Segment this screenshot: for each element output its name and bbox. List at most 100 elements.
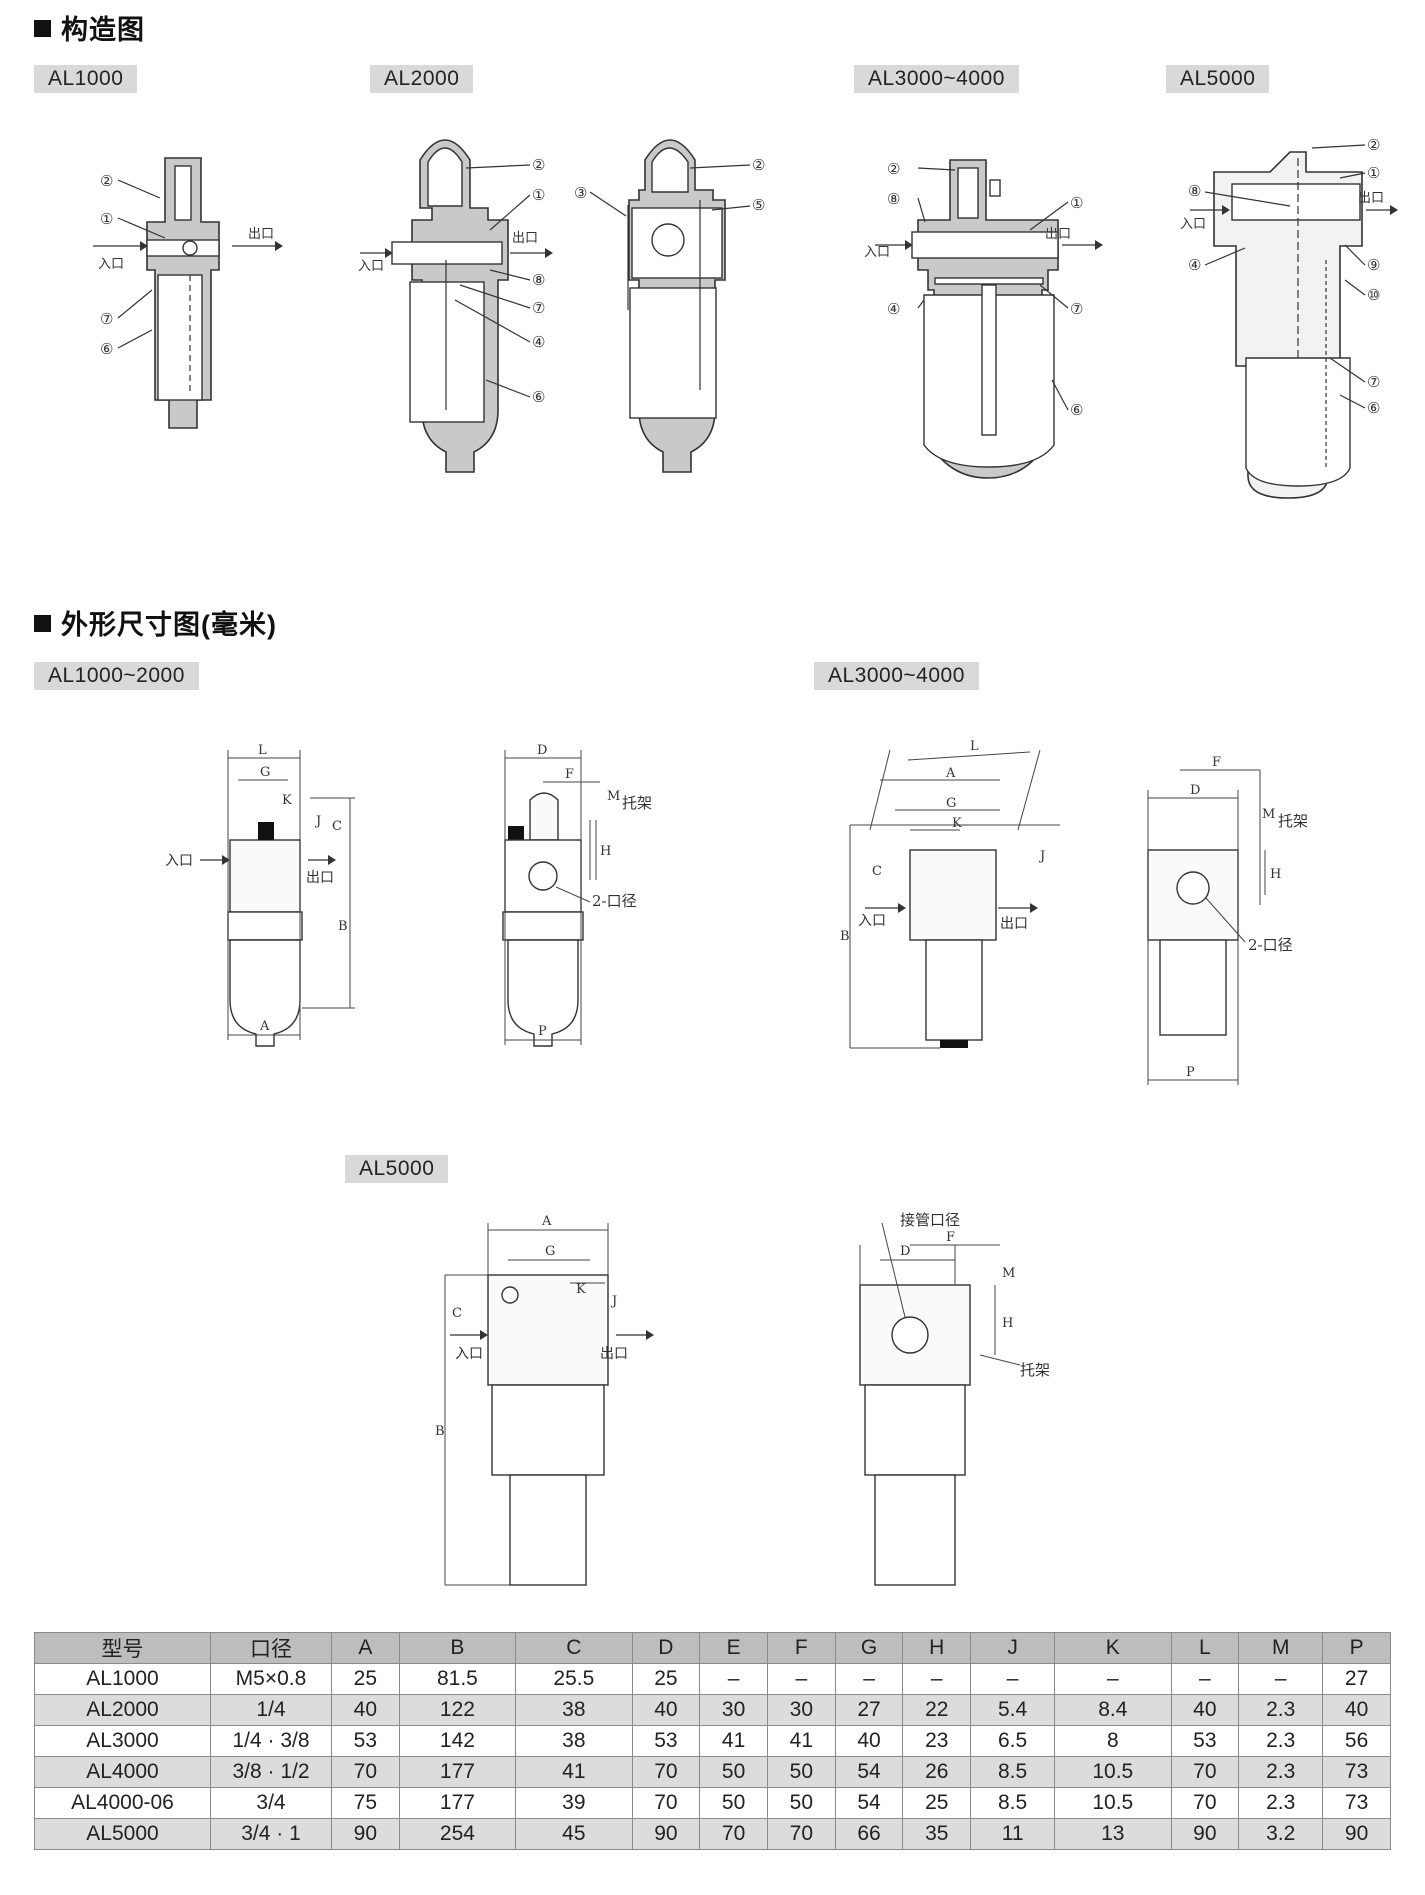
callout-1: ① <box>532 186 545 204</box>
table-cell: 53 <box>1170 1725 1240 1757</box>
dim-label-h: H <box>1002 1316 1013 1331</box>
outlet-label: 出口 <box>600 1346 628 1362</box>
outlet-label: 出口 <box>512 231 538 246</box>
table-cell: 5.4 <box>970 1694 1056 1726</box>
table-cell: 30 <box>699 1694 768 1726</box>
dim-label-h: H <box>1270 867 1281 882</box>
dim-label-m: M <box>1262 807 1275 822</box>
table-cell: M5×0.8 <box>210 1663 332 1695</box>
dim-label-a: A <box>945 766 956 781</box>
table-cell: – <box>970 1663 1056 1695</box>
dim-label-m: M <box>607 789 620 804</box>
table-cell: 70 <box>631 1756 701 1788</box>
callout-3: ③ <box>574 184 587 202</box>
table-cell: 41 <box>766 1725 836 1757</box>
table-cell: 90 <box>331 1818 400 1850</box>
table-cell: 56 <box>1322 1725 1391 1757</box>
table-cell: 81.5 <box>398 1663 517 1695</box>
table-cell: AL1000 <box>34 1663 211 1695</box>
table-cell: AL4000 <box>34 1756 211 1788</box>
al5000-front-view <box>444 1223 654 1586</box>
table-cell: – <box>766 1663 836 1695</box>
outlet-label: 出口 <box>248 227 274 242</box>
table-cell: 70 <box>1170 1787 1240 1819</box>
table-cell: 25 <box>902 1787 972 1819</box>
callout-7: ⑦ <box>532 299 545 317</box>
al5000-side-view <box>859 1222 1021 1586</box>
table-cell: 8.5 <box>970 1756 1056 1788</box>
dim-label-h: H <box>600 844 611 859</box>
dim-label-k: K <box>952 816 962 831</box>
dim-label-g: G <box>260 765 270 780</box>
table-cell: 90 <box>631 1818 701 1850</box>
callout-1: ① <box>1070 194 1083 212</box>
inlet-label: 入口 <box>358 259 384 274</box>
table-cell: 70 <box>331 1756 400 1788</box>
dim-label-c: C <box>452 1306 462 1321</box>
table-cell: 25.5 <box>515 1663 633 1695</box>
table-cell: 73 <box>1322 1787 1391 1819</box>
callout-6: ⑥ <box>1367 399 1380 417</box>
table-cell: 39 <box>515 1787 633 1819</box>
callout-1: ① <box>100 210 113 228</box>
dim-label-c: C <box>332 819 342 834</box>
table-cell: AL3000 <box>34 1725 211 1757</box>
dim-label-f: F <box>946 1230 955 1245</box>
dim-label-a: A <box>259 1019 270 1034</box>
table-cell: 2.3 <box>1238 1756 1324 1788</box>
table-cell: 122 <box>398 1694 517 1726</box>
table-cell: 10.5 <box>1054 1756 1172 1788</box>
al5000-dimension-drawings: A G K J C B 入口 出口 D F M H 托架 接管口径 <box>435 1211 1050 1586</box>
callout-6: ⑥ <box>1070 401 1083 419</box>
dim-label-l: L <box>258 743 267 758</box>
table-cell: 177 <box>398 1787 517 1819</box>
outlet-label: 出口 <box>1000 916 1028 932</box>
table-cell: – <box>834 1663 904 1695</box>
table-cell: 38 <box>515 1725 633 1757</box>
dim-label-p: P <box>538 1024 547 1039</box>
table-cell: 41 <box>515 1756 633 1788</box>
callout-1: ① <box>1367 164 1380 182</box>
dim-label-j: J <box>610 1294 617 1309</box>
table-cell: 8.4 <box>1054 1694 1172 1726</box>
dim-label-g: G <box>545 1244 555 1259</box>
al1000-2000-dimension-drawings: L G K J C B A 入口 出口 D F M H P 托架 2-口径 <box>165 743 652 1047</box>
table-cell: 27 <box>1322 1663 1391 1695</box>
tag-al1000-2000-dim: AL1000~2000 <box>34 662 199 690</box>
tag-al5000-dim: AL5000 <box>345 1155 449 1183</box>
dim-label-l: L <box>970 739 979 754</box>
outlet-label: 出口 <box>306 870 334 886</box>
dim-label-f: F <box>1212 755 1221 770</box>
table-cell: 35 <box>902 1818 972 1850</box>
table-cell: AL2000 <box>34 1694 211 1726</box>
table-cell: 70 <box>699 1818 768 1850</box>
pipe-port-label: 接管口径 <box>900 1211 960 1229</box>
table-cell: 70 <box>1170 1756 1240 1788</box>
table-cell: 30 <box>766 1694 836 1726</box>
callout-9: ⑨ <box>1367 256 1380 274</box>
dim-label-d: D <box>1190 783 1200 798</box>
dim-label-p: P <box>1186 1065 1195 1080</box>
al2000-section-drawing <box>589 139 751 473</box>
table-header-cell: L <box>1170 1632 1240 1664</box>
callout-2: ② <box>887 160 900 178</box>
dim-label-b: B <box>840 929 850 944</box>
outlet-label: 出口 <box>1358 191 1384 206</box>
table-cell: 3/8 · 1/2 <box>210 1756 332 1788</box>
tag-al5000: AL5000 <box>1166 65 1270 93</box>
dim-label-g: G <box>946 796 956 811</box>
table-cell: 50 <box>699 1756 768 1788</box>
table-cell: 50 <box>699 1787 768 1819</box>
callout-7: ⑦ <box>1367 373 1380 391</box>
table-cell: 22 <box>902 1694 972 1726</box>
callout-2: ② <box>532 156 545 174</box>
dim-label-m: M <box>1002 1266 1015 1281</box>
table-cell: – <box>1054 1663 1172 1695</box>
al3000-4000-dimension-drawings: L A G K J C B 入口 出口 D F M H P 托架 2-口径 <box>840 739 1308 1085</box>
table-cell: 25 <box>631 1663 701 1695</box>
table-header-cell: K <box>1054 1632 1172 1664</box>
table-cell: 70 <box>766 1818 836 1850</box>
